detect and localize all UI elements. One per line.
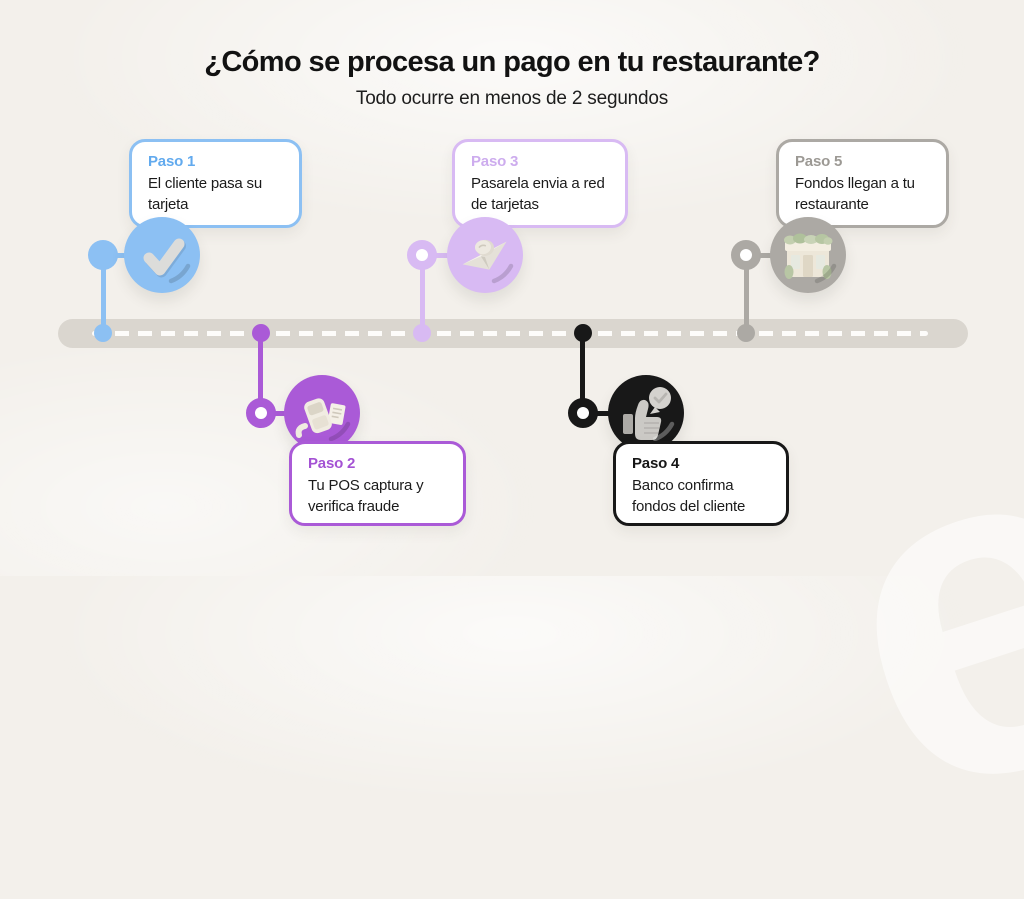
pos-terminal-icon xyxy=(295,398,351,442)
step5-road-dot xyxy=(737,324,755,342)
step5-card: Paso 5 Fondos llegan a tu restaurante xyxy=(776,139,949,228)
step2-icon-circle xyxy=(284,375,360,451)
infographic-canvas: ¿Cómo se procesa un pago en tu restauran… xyxy=(58,46,1024,899)
page-title: ¿Cómo se procesa un pago en tu restauran… xyxy=(204,46,820,78)
step4-node xyxy=(568,398,598,428)
step4-icon-circle xyxy=(608,375,684,451)
step3-card: Paso 3 Pasarela envia a red de tarjetas xyxy=(452,139,628,228)
step4-description: Banco confirma fondos del cliente xyxy=(632,477,746,515)
paper-plane-icon xyxy=(462,239,514,284)
step1-connector-line-vertical xyxy=(101,255,106,333)
step1-node xyxy=(88,240,118,270)
step4-connector-line-vertical xyxy=(580,333,585,413)
step4-label: Paso 4 xyxy=(632,455,680,472)
step1-road-dot xyxy=(94,324,112,342)
storefront-icon xyxy=(784,233,837,284)
step4-connector-line-horizontal xyxy=(581,411,621,416)
step5-icon-circle xyxy=(770,217,846,293)
thumbs-up-icon xyxy=(623,387,675,442)
step3-icon-circle xyxy=(447,217,523,293)
step2-connector-line-vertical xyxy=(258,333,263,413)
step1-label: Paso 1 xyxy=(148,153,196,170)
step5-connector-line-vertical xyxy=(744,255,749,333)
step2-description: Tu POS captura y verifica fraude xyxy=(308,477,424,515)
brand-watermark-letter: e xyxy=(775,318,1024,899)
step3-description: Pasarela envia a red de tarjetas xyxy=(471,175,605,213)
step3-label: Paso 3 xyxy=(471,153,519,170)
step2-road-dot xyxy=(252,324,270,342)
step1-icon-circle xyxy=(124,217,200,293)
check-icon xyxy=(143,238,191,284)
step3-road-dot xyxy=(413,324,431,342)
step4-road-dot xyxy=(574,324,592,342)
road-dashed-line xyxy=(92,331,928,336)
page-subtitle: Todo ocurre en menos de 2 segundos xyxy=(355,88,669,109)
step1-card: Paso 1 El cliente pasa su tarjeta xyxy=(129,139,302,228)
step2-label: Paso 2 xyxy=(308,455,356,472)
step2-connector-line-horizontal xyxy=(259,411,299,416)
timeline-road xyxy=(58,319,968,348)
step1-description: El cliente pasa su tarjeta xyxy=(148,175,262,213)
step3-node xyxy=(407,240,437,270)
step5-node xyxy=(731,240,761,270)
step2-card: Paso 2 Tu POS captura y verifica fraude xyxy=(289,441,466,526)
step5-description: Fondos llegan a tu restaurante xyxy=(795,175,915,213)
step3-connector-line-vertical xyxy=(420,255,425,333)
step4-card: Paso 4 Banco confirma fondos del cliente xyxy=(613,441,789,526)
step5-label: Paso 5 xyxy=(795,153,843,170)
step2-node xyxy=(246,398,276,428)
